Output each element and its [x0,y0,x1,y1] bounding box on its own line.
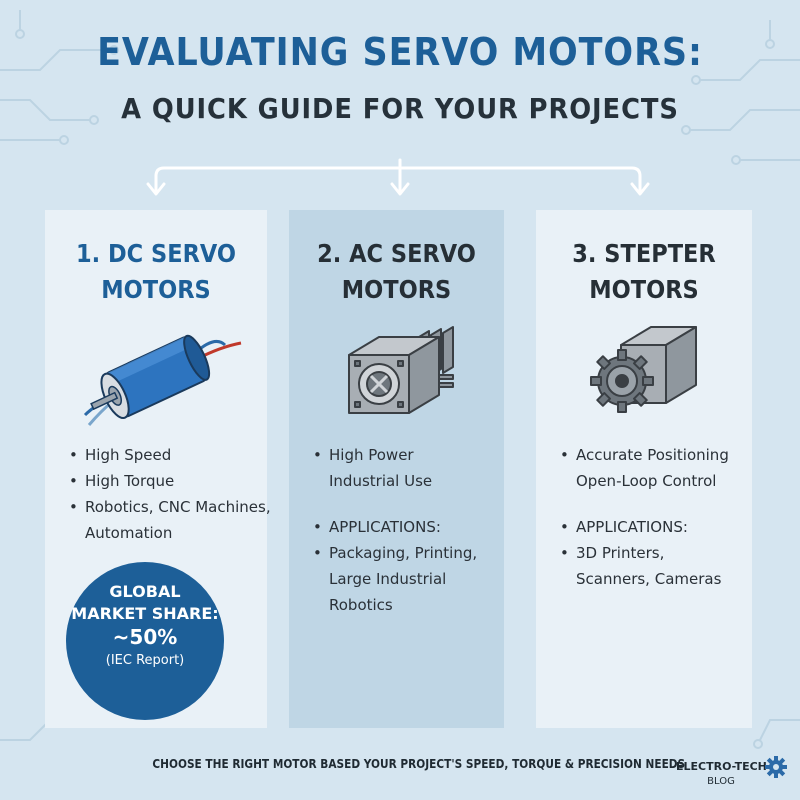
brand-sub: BLOG [707,776,735,787]
panel-title: 1. DC SERVO MOTORS [56,236,256,308]
list-item: Scanners, Cameras [576,570,722,588]
stepper-motor-icon [590,326,697,413]
list-item: High Power [313,442,498,468]
branch-arrows [146,158,650,196]
market-share-value: ~50% [112,625,178,649]
brand-name: ELECTRO-TECH [676,760,767,773]
market-share-label: MARKET SHARE: [71,604,219,623]
stepper-panel: 3. STEPTER MOTORS [536,210,752,728]
applications-list: APPLICATIONS: 3D Printers, Scanners, Cam… [560,514,746,592]
feature-list: High Speed High Torque Robotics, CNC Mac… [69,442,271,546]
list-item: High Speed [69,442,261,468]
applications-list: APPLICATIONS: Packaging, Printing, Large… [313,514,498,618]
panel-title-line2: MOTORS [101,275,211,304]
panel-title-line1: 2. AC SERVO [317,239,476,268]
list-item: Large Industrial [329,570,447,588]
list-item: Industrial Use [329,472,433,490]
panel-title-line1: 3. STEPTER [572,239,716,268]
dc-motor-icon [83,334,242,426]
list-item: Accurate Positioning [560,442,746,468]
list-item: Automation [85,524,173,542]
market-share-badge: GLOBAL MARKET SHARE: ~50% (IEC Report) [66,562,224,720]
ac-servo-panel: 2. AC SERVO MOTORS High Power [289,210,504,728]
panel-title-line1: 1. DC SERVO [75,239,237,268]
market-share-source: (IEC Report) [105,653,185,668]
list-item: Packaging, Printing, [313,540,498,566]
list-item: High Torque [69,468,261,494]
list-item: 3D Printers, [560,540,746,566]
list-item: APPLICATIONS: [560,514,746,540]
list-item: Open-Loop Control [576,472,717,490]
list-item: Robotics [329,596,393,614]
dc-servo-panel: 1. DC SERVO MOTORS High Speed High Torqu… [45,210,271,728]
ac-motor-icon [348,326,454,414]
market-share-label: GLOBAL [109,582,181,601]
feature-list: Accurate Positioning Open-Loop Control [560,442,746,494]
gear-icon [765,756,787,778]
list-item: APPLICATIONS: [313,514,498,540]
panel-title: 3. STEPTER MOTORS [547,236,741,308]
panel-title-line2: MOTORS [589,275,699,304]
panel-title-line2: MOTORS [341,275,452,304]
page-title: EVALUATING SERVO MOTORS: [97,30,703,74]
footer-note: CHOOSE THE RIGHT MOTOR BASED YOUR PROJEC… [152,757,686,771]
list-item: Robotics, CNC Machines, [69,494,271,520]
panel-title: 2. AC SERVO MOTORS [300,236,494,308]
brand-logo: ELECTRO-TECH BLOG [676,756,788,790]
feature-list: High Power Industrial Use [313,442,498,494]
page-subtitle: A QUICK GUIDE FOR YOUR PROJECTS [121,92,679,125]
